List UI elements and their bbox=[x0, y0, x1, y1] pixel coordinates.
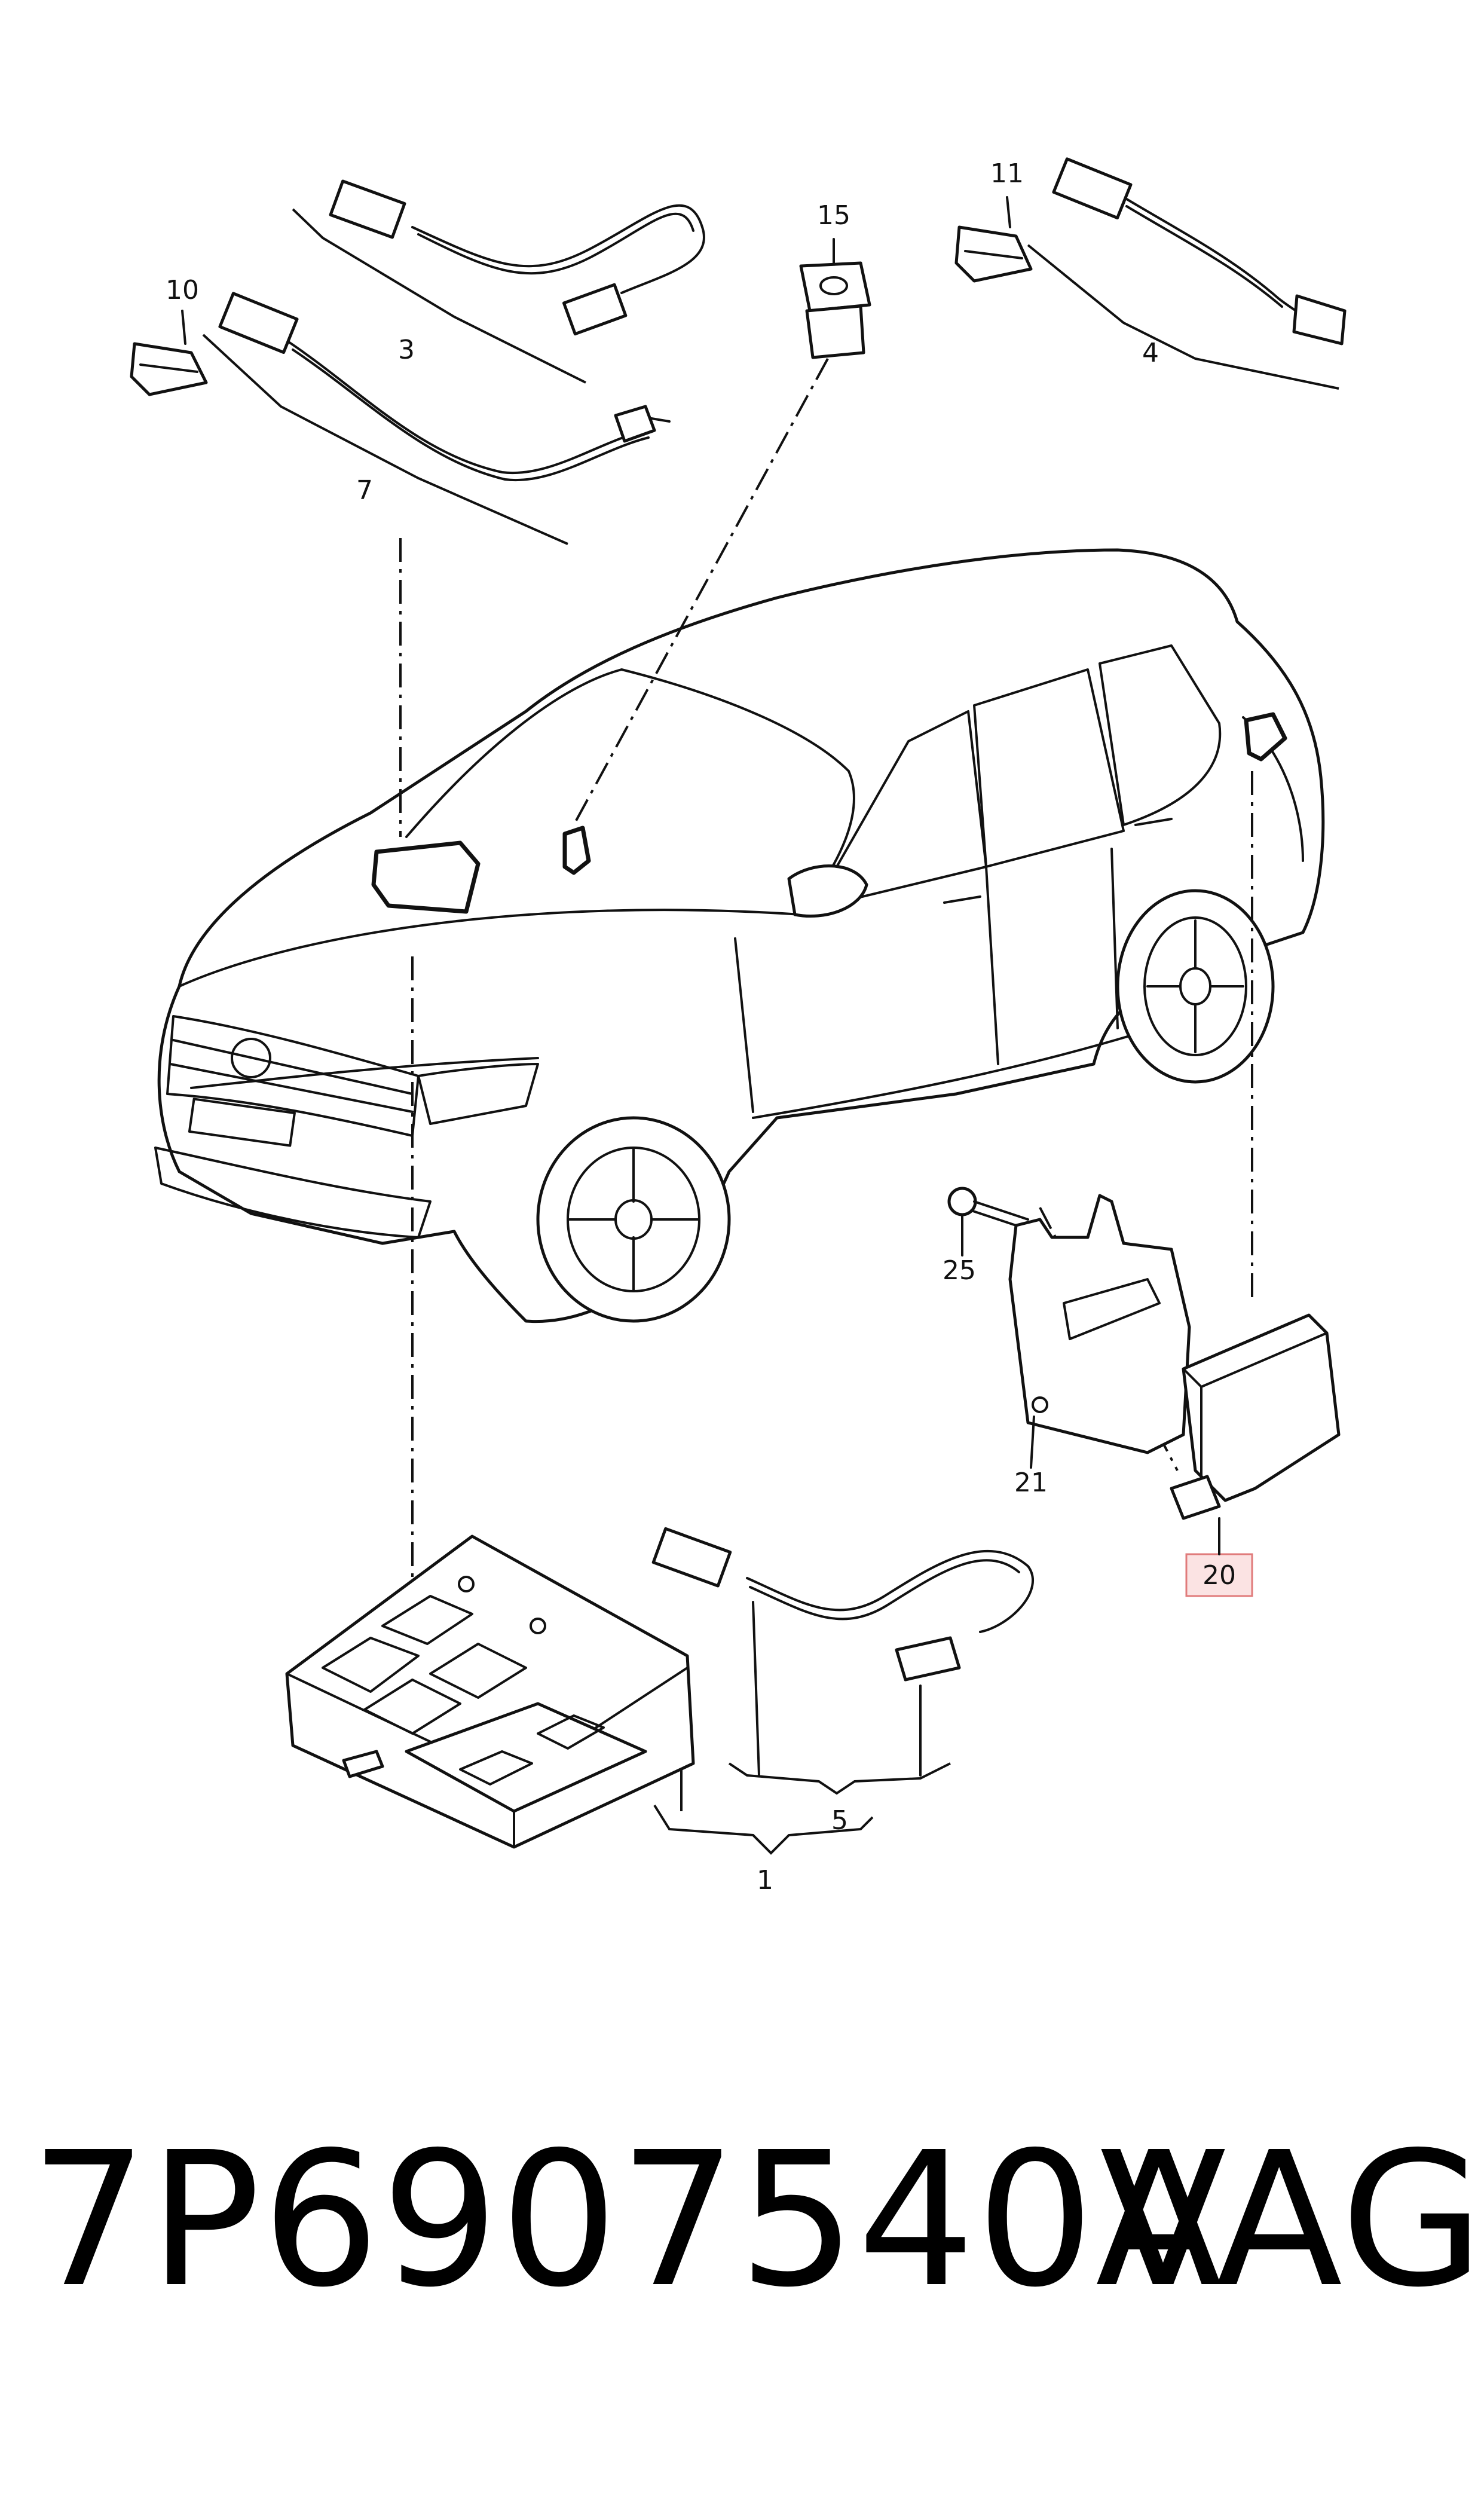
callout-4: 4 bbox=[1142, 338, 1159, 368]
callout-3: 3 bbox=[398, 335, 415, 365]
callout-1: 1 bbox=[757, 1865, 773, 1896]
usb-hub-1 bbox=[285, 1534, 695, 1849]
callout-25: 25 bbox=[943, 1255, 976, 1286]
callouts: 3 7 10 15 11 4 25 21 20 5 1 bbox=[166, 158, 1253, 1896]
cable-4 bbox=[1027, 157, 1347, 390]
connector-11 bbox=[954, 196, 1033, 283]
callout-20-highlight bbox=[1185, 1553, 1253, 1597]
control-unit-20 bbox=[1170, 1313, 1341, 1520]
callout-20: 20 bbox=[1203, 1560, 1236, 1591]
cable-3 bbox=[292, 179, 705, 384]
bolt-25 bbox=[947, 1187, 1029, 1230]
cable-7 bbox=[202, 292, 671, 545]
callout-10: 10 bbox=[166, 275, 199, 305]
callout-7: 7 bbox=[356, 475, 373, 506]
bracket-1 bbox=[653, 1769, 874, 1855]
callout-5: 5 bbox=[831, 1805, 848, 1836]
bracket-21 bbox=[1008, 1194, 1191, 1454]
cable-5 bbox=[651, 1527, 1034, 1795]
car-illustration bbox=[154, 548, 1325, 1323]
callout-21: 21 bbox=[1014, 1468, 1048, 1498]
part-number: 7P6907540A bbox=[30, 2113, 1223, 2328]
switch-15 bbox=[799, 238, 871, 359]
brand-label: VAG bbox=[1100, 2113, 1484, 2328]
callout-15: 15 bbox=[817, 200, 850, 231]
install-markers bbox=[371, 712, 1287, 914]
parts-diagram: 3 7 10 15 11 4 25 21 20 5 1 bbox=[130, 157, 1347, 1896]
connector-10 bbox=[130, 310, 208, 396]
callout-11: 11 bbox=[990, 158, 1024, 189]
footer: 7P6907540A VAG bbox=[0, 2128, 1484, 2379]
